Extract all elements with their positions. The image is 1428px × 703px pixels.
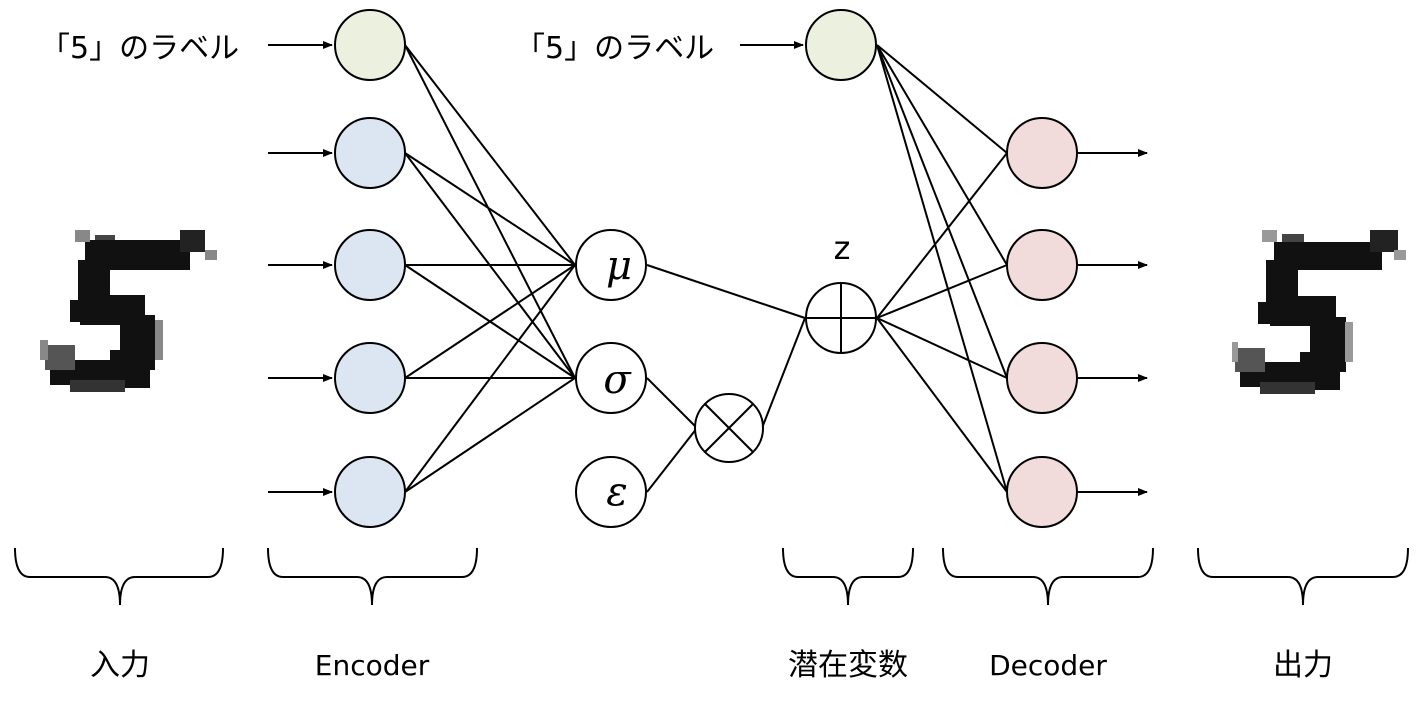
decoder-node-1 xyxy=(1006,117,1078,189)
section-label-output: 出力 xyxy=(1273,648,1333,683)
decoder-nodes xyxy=(805,9,1078,528)
brace-latent xyxy=(782,547,914,606)
decoder-label-node xyxy=(805,9,877,81)
mu-node xyxy=(575,229,647,301)
encoder-node-2 xyxy=(334,229,406,301)
brace-output xyxy=(1197,547,1409,606)
latent-connections xyxy=(646,264,806,493)
decoder-label-input-text: 「5」のラベル xyxy=(515,31,714,66)
decoder-node-3 xyxy=(1006,342,1078,414)
brace-input xyxy=(14,547,224,606)
section-label-input: 入力 xyxy=(90,648,150,683)
encoder-node-3 xyxy=(334,342,406,414)
decoder-node-4 xyxy=(1006,456,1078,528)
output-digit-image xyxy=(1232,230,1406,394)
encoder-node-1 xyxy=(334,117,406,189)
encoder-label-node xyxy=(334,9,406,81)
z-label: z xyxy=(834,229,851,267)
input-digit-image xyxy=(40,230,217,392)
epsilon-node xyxy=(575,456,647,528)
encoder-nodes xyxy=(334,9,406,528)
section-label-encoder: Encoder xyxy=(315,649,430,682)
section-label-latent: 潜在変数 xyxy=(788,648,908,683)
brace-encoder xyxy=(267,547,478,606)
multiply-node xyxy=(694,393,764,463)
decoder-output-arrows xyxy=(1078,149,1148,496)
sigma-symbol: σ xyxy=(603,357,632,403)
encoder-node-4 xyxy=(334,456,406,528)
encoder-label-input-text: 「5」のラベル xyxy=(40,31,239,66)
decoder-connections xyxy=(876,44,1008,493)
brace-decoder xyxy=(942,547,1154,606)
section-label-decoder: Decoder xyxy=(989,649,1107,682)
encoder-input-arrows xyxy=(268,41,804,496)
encoder-connections xyxy=(404,44,576,493)
sigma-node xyxy=(575,342,647,414)
decoder-node-2 xyxy=(1006,229,1078,301)
epsilon-symbol: ε xyxy=(606,469,627,515)
sum-node xyxy=(805,282,877,354)
braces xyxy=(14,547,1409,606)
mu-symbol: μ xyxy=(606,243,632,289)
